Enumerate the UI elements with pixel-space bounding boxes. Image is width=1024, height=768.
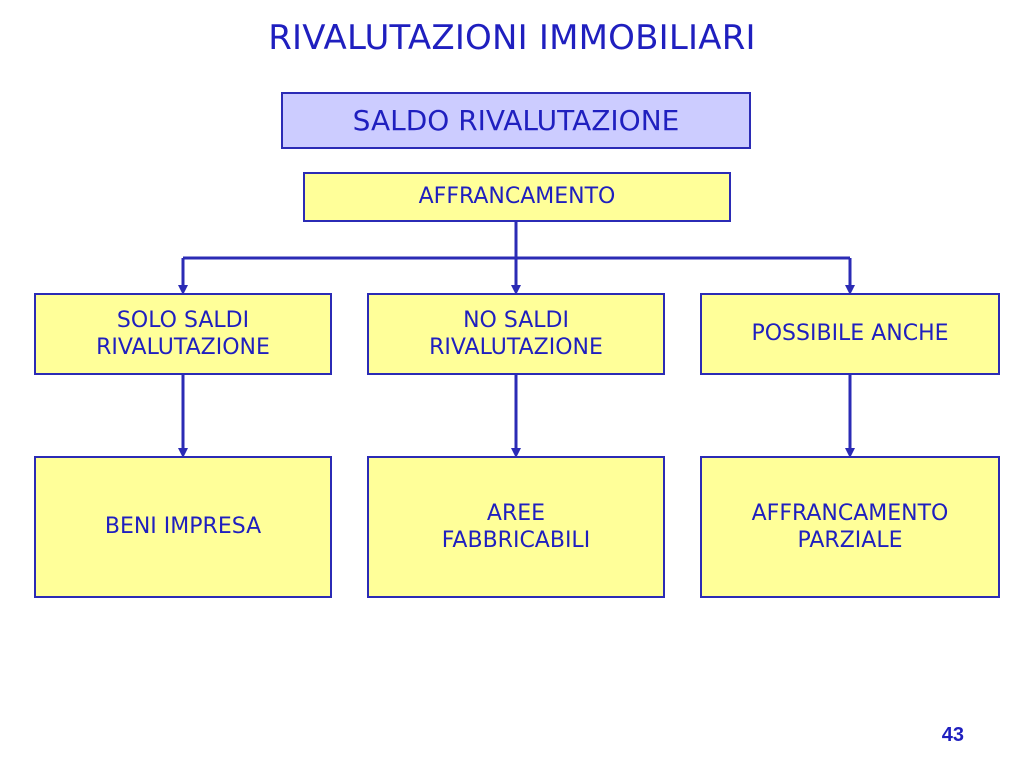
slide-title: RIVALUTAZIONI IMMOBILIARI [268,18,756,58]
aree-fabbricabili-box: AREE FABBRICABILI [367,456,665,598]
aree-fabbricabili-label: AREE FABBRICABILI [441,500,591,554]
beni-impresa-box: BENI IMPRESA [34,456,332,598]
affrancamento-box: AFFRANCAMENTO [303,172,731,222]
no-saldi-rivalutazione-label: NO SALDI RIVALUTAZIONE [429,307,603,361]
solo-saldi-rivalutazione-label: SOLO SALDI RIVALUTAZIONE [96,307,270,361]
page-number: 43 [941,724,964,746]
affrancamento-label: AFFRANCAMENTO [418,184,616,210]
saldo-rivalutazione-label: SALDO RIVALUTAZIONE [352,104,680,137]
no-saldi-rivalutazione-box: NO SALDI RIVALUTAZIONE [367,293,665,375]
affrancamento-parziale-label: AFFRANCAMENTO PARZIALE [751,500,949,554]
solo-saldi-rivalutazione-box: SOLO SALDI RIVALUTAZIONE [34,293,332,375]
possibile-anche-box: POSSIBILE ANCHE [700,293,1000,375]
saldo-rivalutazione-box: SALDO RIVALUTAZIONE [281,92,751,149]
beni-impresa-label: BENI IMPRESA [104,514,262,540]
possibile-anche-label: POSSIBILE ANCHE [751,321,949,347]
affrancamento-parziale-box: AFFRANCAMENTO PARZIALE [700,456,1000,598]
